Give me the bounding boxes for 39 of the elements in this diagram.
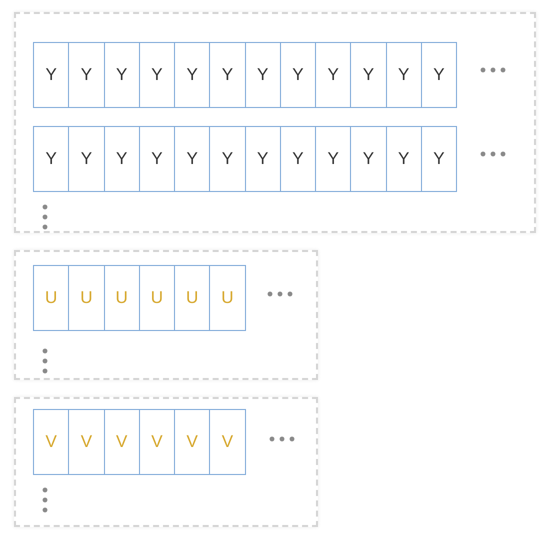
sample-cell: Y [33,42,70,108]
sample-cell: Y [244,42,281,108]
sample-cell: Y [386,126,422,192]
dashed-group-box [14,397,318,527]
sample-cell: Y [68,42,104,108]
sample-cell: V [33,409,70,475]
sample-cell: V [174,409,210,475]
sample-cell: V [138,409,175,475]
sample-cell: Y [138,126,175,192]
sample-cell: V [104,409,140,475]
dashed-group-box [14,250,318,380]
sample-cell: Y [350,126,386,192]
sample-cell: Y [174,42,210,108]
sample-cell: Y [386,42,422,108]
sample-cell: Y [209,42,246,108]
sample-cell: U [209,265,246,331]
sample-cell: Y [315,42,352,108]
sample-cell: Y [174,126,210,192]
sample-cell: Y [33,126,70,192]
sample-cell: Y [104,42,140,108]
sample-cell: V [68,409,104,475]
sample-cell: Y [350,42,386,108]
sample-cell: Y [68,126,104,192]
sample-cell: Y [420,42,457,108]
sample-cell: Y [280,42,316,108]
sample-cell: U [104,265,140,331]
sample-cell: Y [420,126,457,192]
dashed-group-box [14,12,536,233]
sample-cell: Y [315,126,352,192]
sample-cell: U [138,265,175,331]
sample-cell: Y [244,126,281,192]
sample-cell: U [68,265,104,331]
sample-cell: V [209,409,246,475]
sample-cell: Y [209,126,246,192]
sample-cell: U [174,265,210,331]
sample-cell: Y [104,126,140,192]
sample-cell: Y [138,42,175,108]
sample-cell: U [33,265,70,331]
sample-cell: Y [280,126,316,192]
